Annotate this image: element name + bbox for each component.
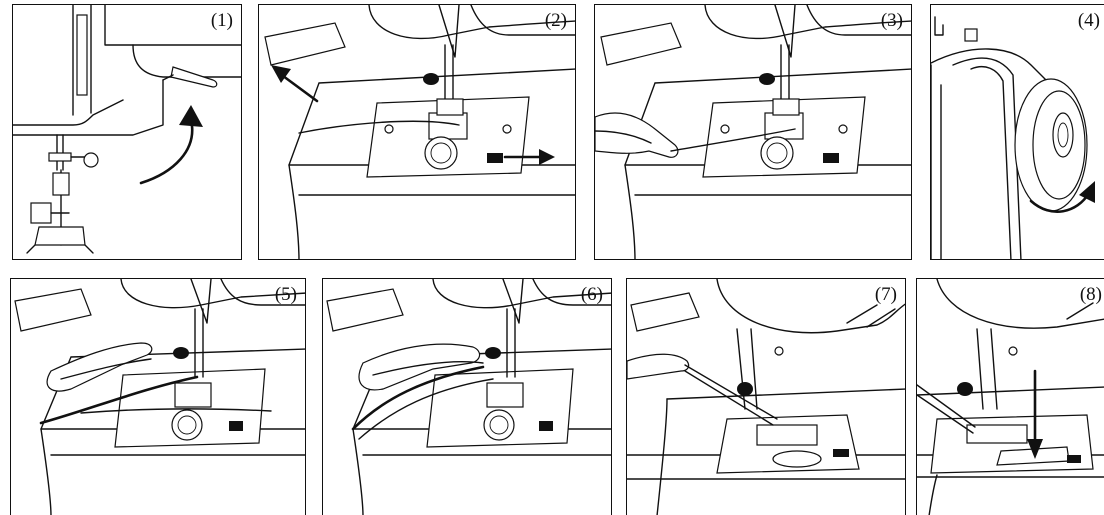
- step-number-5: (5): [274, 284, 297, 305]
- step-number-2: (2): [544, 10, 567, 31]
- step-number-1: (1): [210, 10, 233, 31]
- remove-cover-plate-illustration: [264, 5, 575, 259]
- step-number-6: (6): [580, 284, 603, 305]
- step-number-3: (3): [880, 10, 903, 31]
- step-panel-7: (7): [626, 278, 906, 515]
- step-panel-3: (3): [594, 4, 912, 260]
- step-panel-8: (8): [916, 278, 1104, 515]
- threads-under-foot-illustration: [627, 279, 905, 515]
- step-panel-2: (2): [258, 4, 576, 260]
- step-number-4: (4): [1077, 10, 1100, 31]
- step-panel-6: (6): [322, 278, 612, 515]
- step-panel-5: (5): [10, 278, 306, 515]
- handwheel-illustration: [931, 16, 1095, 259]
- draw-bobbin-thread-up-illustration: [326, 279, 611, 515]
- presser-foot-lever-illustration: [13, 5, 241, 254]
- pick-up-bobbin-thread-illustration: [14, 279, 305, 515]
- pull-thread-illustration: [595, 5, 911, 259]
- step-panel-4: (4): [930, 4, 1104, 260]
- step-number-7: (7): [874, 284, 897, 305]
- replace-cover-plate-illustration: [917, 279, 1104, 515]
- step-panel-1: (1): [12, 4, 242, 260]
- step-number-8: (8): [1079, 284, 1102, 305]
